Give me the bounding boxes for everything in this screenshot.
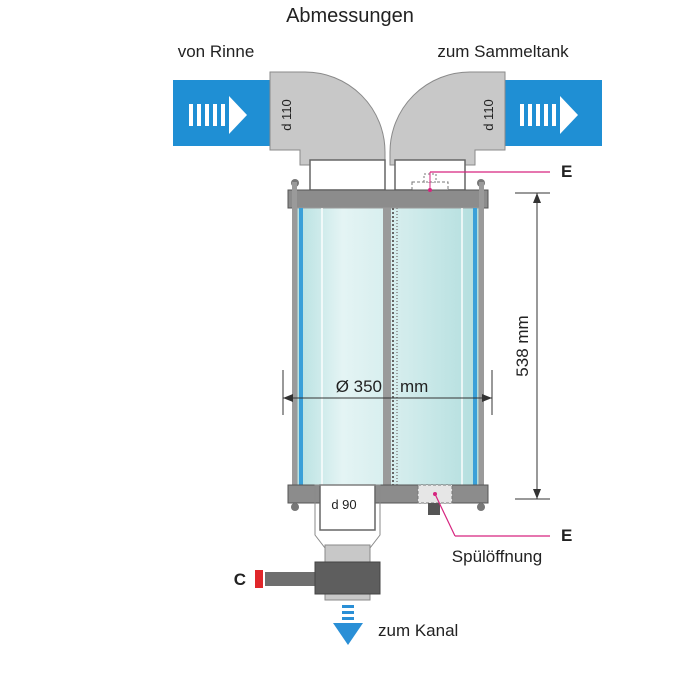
height-value: 538 mm: [513, 315, 532, 376]
drain-arrow-icon: [333, 605, 363, 645]
outlet-flow-arrow-icon: [505, 80, 602, 146]
inlet-elbow-pipe: [269, 71, 386, 191]
outlet-label: zum Sammeltank: [437, 42, 569, 61]
top-flange: [287, 189, 489, 209]
outlet-pipe-diameter: d 110: [481, 99, 496, 131]
bottom-flange: [287, 484, 489, 504]
diameter-value: Ø 350: [336, 377, 382, 396]
height-dimension: [515, 192, 550, 500]
leader-dot-bottom: [433, 492, 437, 496]
diameter-dimension: [282, 370, 493, 415]
left-tie-rod: [292, 182, 297, 502]
marker-e-top: E: [561, 162, 572, 181]
inlet-pipe-diameter: d 110: [279, 99, 294, 131]
marker-c: C: [234, 570, 246, 589]
page-title: Abmessungen: [286, 5, 414, 27]
flush-opening-fitting: [417, 484, 453, 515]
bottom-right-bolt: [477, 503, 485, 511]
drain-valve[interactable]: [255, 561, 381, 595]
filter-screen: [383, 208, 398, 485]
drain-label: zum Kanal: [378, 621, 458, 640]
flush-opening-label: Spülöffnung: [452, 547, 542, 566]
bottom-pipe-diameter: d 90: [331, 497, 356, 512]
bottom-left-bolt: [291, 503, 299, 511]
inlet-label: von Rinne: [178, 42, 255, 61]
right-tie-rod: [479, 182, 484, 502]
inlet-flow-arrow-icon: [173, 80, 270, 146]
diameter-unit: mm: [400, 377, 428, 396]
leader-line-bottom-diag: [434, 493, 456, 537]
marker-e-bottom: E: [561, 526, 572, 545]
